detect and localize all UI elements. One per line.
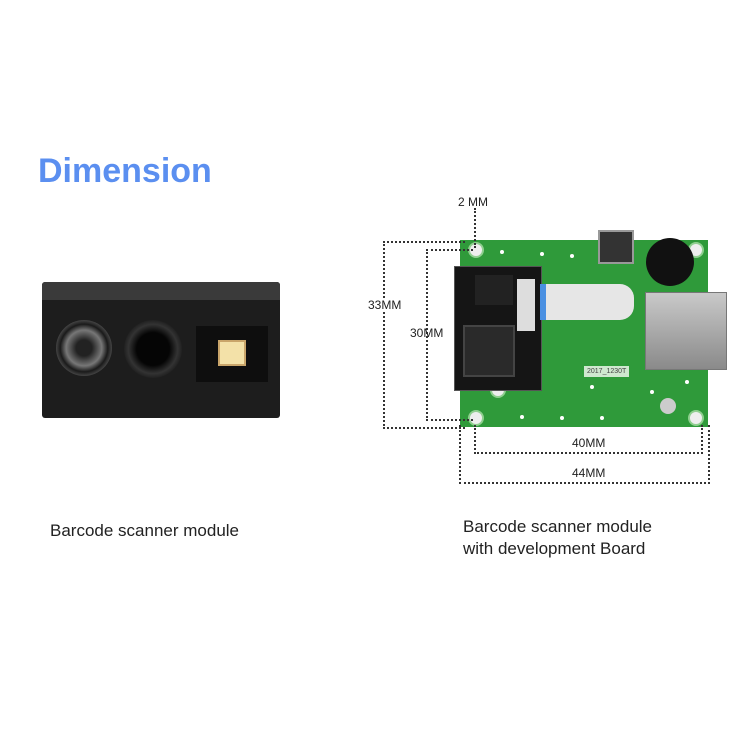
lens-left	[56, 320, 112, 376]
dim-2mm: 2 MM	[458, 195, 488, 209]
scanner-decoder-board	[454, 266, 542, 391]
right-caption: Barcode scanner module with development …	[463, 516, 652, 560]
development-board-photo: 2017_1230T	[454, 230, 727, 427]
right-caption-line1: Barcode scanner module	[463, 517, 653, 536]
processor-chip	[463, 325, 515, 377]
led-window	[196, 326, 268, 382]
page-title: Dimension	[38, 152, 212, 190]
dim-40mm: 40MM	[572, 436, 606, 450]
chip-top	[475, 275, 513, 305]
lens-right	[124, 320, 182, 378]
dim-33mm: 33MM	[368, 298, 402, 312]
led-indicator	[660, 398, 676, 414]
dim-44mm: 44MM	[572, 466, 606, 480]
dim-30mm: 30MM	[410, 326, 444, 340]
push-button	[598, 230, 634, 264]
left-caption: Barcode scanner module	[50, 521, 240, 540]
right-caption-line2: with development Board	[463, 539, 646, 558]
module-top-face	[42, 282, 280, 300]
ribbon-cable	[540, 284, 634, 320]
usb-port	[645, 292, 727, 370]
board-label: 2017_1230T	[584, 366, 630, 377]
led	[218, 340, 246, 366]
scanner-module-photo	[42, 282, 280, 418]
fpc-connector	[517, 279, 535, 331]
buzzer	[646, 238, 694, 286]
